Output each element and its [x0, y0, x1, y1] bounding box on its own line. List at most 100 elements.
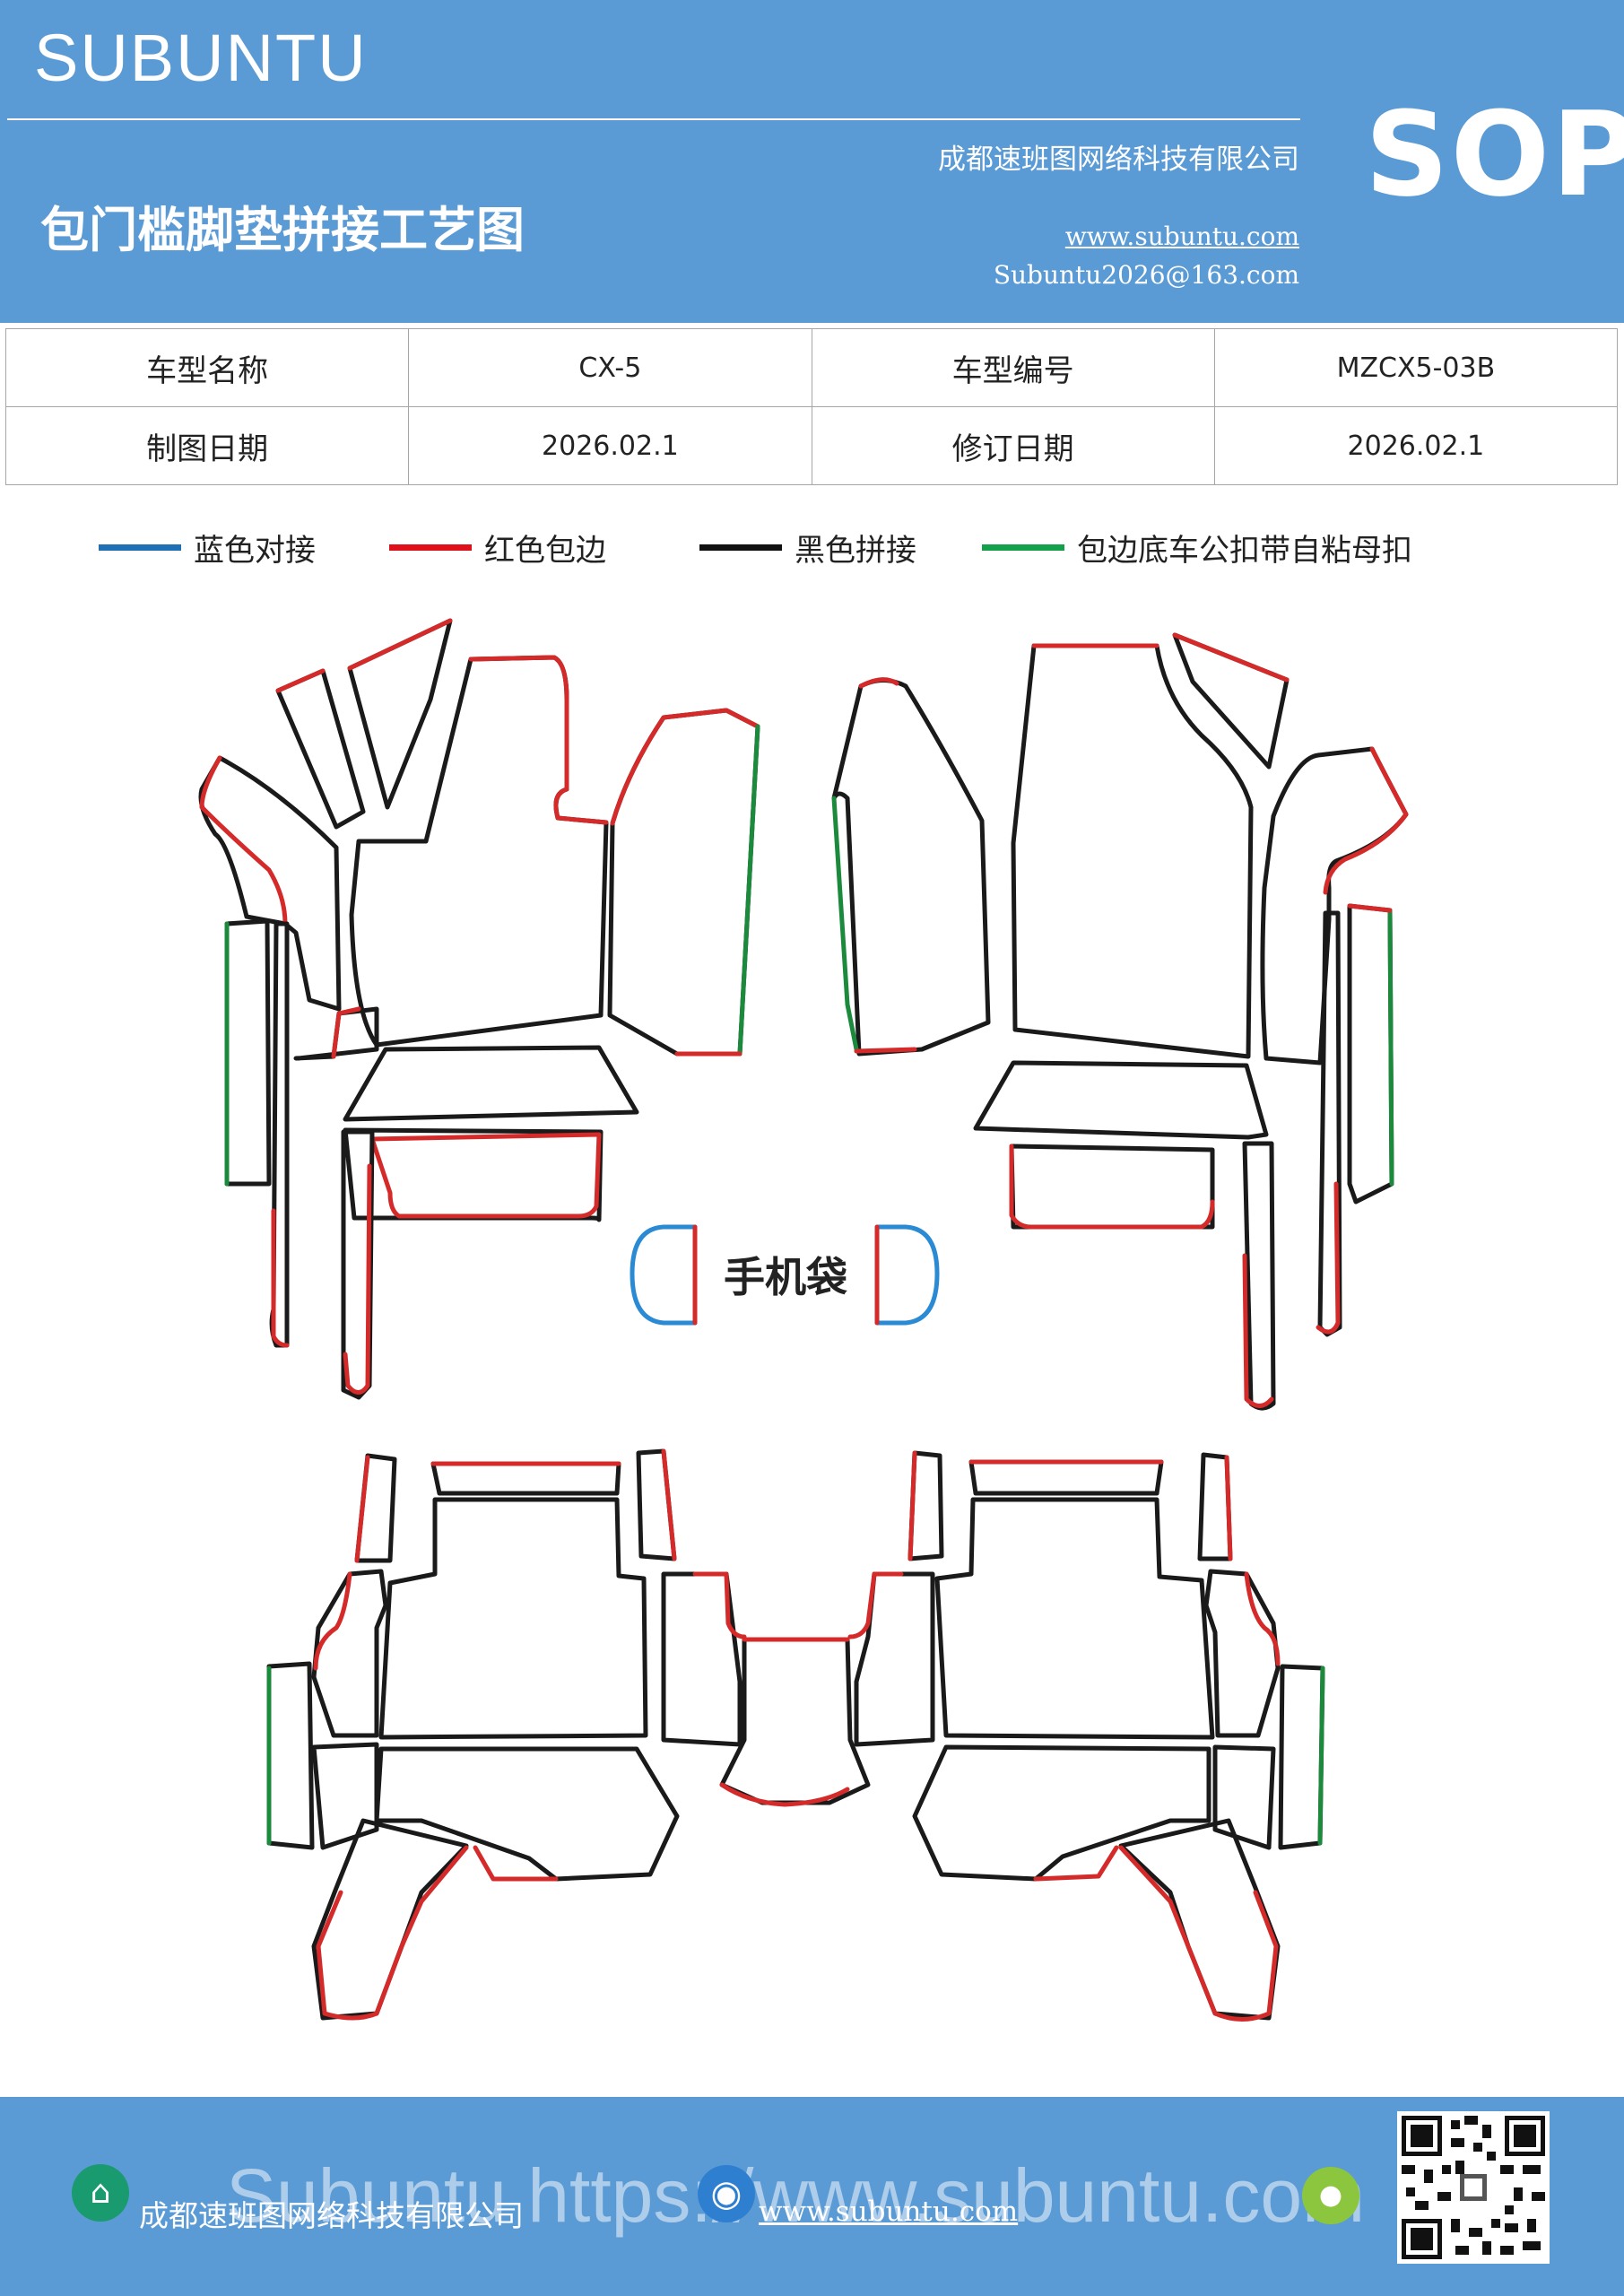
mat-piece: [1118, 1818, 1281, 2021]
mat-piece: [968, 1459, 1164, 1496]
phone-pocket-right: [874, 1224, 940, 1326]
draw-date-label: 制图日期: [4, 406, 410, 485]
front-right-mats: [831, 632, 1409, 1411]
phone-pocket-group: [630, 1224, 940, 1326]
mat-piece: [831, 678, 991, 1057]
mat-piece: [912, 1744, 1211, 1882]
mat-edge: [1224, 1455, 1233, 1561]
mat-piece: [1203, 1569, 1281, 1738]
mat-piece: [430, 1461, 621, 1496]
phone-pocket-label: 手机袋: [724, 1253, 847, 1301]
footer-website-link[interactable]: www.subuntu.com: [759, 2196, 1019, 2228]
mat-edge: [313, 1571, 352, 1671]
mat-piece: [311, 1742, 379, 1850]
mat-edge: [369, 1132, 602, 1219]
legend-item-blue: 蓝色对接: [99, 520, 316, 574]
email-address: Subuntu2026@163.com: [993, 260, 1299, 290]
front-left-mats: [198, 618, 760, 1400]
mat-edge: [737, 724, 760, 1057]
center-tunnel-mat: [719, 1637, 871, 1807]
model-name-label: 车型名称: [4, 328, 410, 407]
mat-edge: [316, 1845, 469, 2021]
mat-piece: [1172, 632, 1290, 770]
mat-piece: [854, 1571, 935, 1747]
mat-piece: [1347, 903, 1394, 1205]
mat-edge: [1242, 1253, 1274, 1408]
revise-date-label: 修订日期: [811, 406, 1215, 485]
globe-icon: ◉: [698, 2165, 755, 2222]
header-divider: [7, 118, 1300, 120]
mat-edge: [661, 1448, 677, 1561]
mat-edge: [1387, 908, 1394, 1187]
mat-edge: [468, 655, 609, 825]
website-link[interactable]: www.subuntu.com: [1064, 222, 1299, 251]
mat-piece: [343, 1045, 639, 1122]
legend-swatch-blue: [99, 544, 181, 551]
mat-piece: [1260, 746, 1409, 1065]
mat-edge: [610, 708, 760, 826]
legend-item-black: 黑色拼接: [699, 520, 916, 574]
mat-piece: [378, 1497, 648, 1740]
header-banner: SUBUNTU 包门槛脚垫拼接工艺图 成都速班图网络科技有限公司 www.sub…: [0, 0, 1624, 323]
mat-edge: [271, 1208, 290, 1348]
model-code-label: 车型编号: [811, 328, 1215, 407]
mat-piece: [1009, 1144, 1215, 1230]
mat-edge: [1009, 1144, 1215, 1230]
mat-piece: [719, 1637, 871, 1805]
mat-piece: [266, 1661, 315, 1850]
rear-right-mats: [847, 1450, 1325, 2022]
mat-edge: [847, 1571, 904, 1639]
footer-watermark: Subuntu https://www.subuntu.com: [226, 2153, 1366, 2238]
legend-label: 红色包边: [484, 532, 606, 569]
mat-edge: [1317, 1665, 1325, 1846]
mat-edge: [343, 1163, 372, 1395]
mat-edge: [831, 796, 859, 1052]
legend-item-green: 包边底车公扣带自粘母扣: [982, 520, 1412, 574]
mat-edge: [908, 1450, 917, 1561]
mat-edge: [1244, 1571, 1281, 1666]
mat-edge: [1033, 1845, 1119, 1882]
mat-piece: [374, 1746, 680, 1882]
legend-label: 包边底车公扣带自粘母扣: [1077, 532, 1412, 569]
mat-piece: [934, 1497, 1215, 1740]
brand-name: SUBUNTU: [34, 21, 368, 95]
draw-date-value: 2026.02.1: [408, 406, 812, 485]
model-code-value: MZCX5-03B: [1213, 328, 1619, 407]
mat-edge: [692, 1571, 747, 1639]
sop-badge: SOP: [1365, 86, 1624, 222]
mat-piece: [1212, 1744, 1276, 1850]
mat-piece: [343, 1127, 604, 1222]
mat-edge: [473, 1845, 559, 1882]
mat-edge: [275, 668, 326, 693]
table-row: 制图日期 2026.02.1 修订日期 2026.02.1: [4, 406, 1619, 485]
mat-edge: [1323, 746, 1409, 895]
mat-edge: [1347, 903, 1393, 913]
mat-piece: [198, 755, 342, 1012]
footer-company: 成都速班图网络科技有限公司: [139, 2198, 524, 2233]
mat-piece: [607, 708, 760, 1057]
company-name: 成都速班图网络科技有限公司: [938, 144, 1299, 176]
mat-edge: [719, 1782, 850, 1807]
mat-edge: [347, 618, 453, 671]
qr-code-icon: [1397, 2111, 1550, 2264]
mat-edge: [858, 677, 899, 689]
rear-left-mats: [266, 1448, 747, 2021]
mat-piece: [1278, 1664, 1325, 1850]
mat-edge: [1316, 1181, 1341, 1335]
mat-piece: [1242, 1141, 1276, 1411]
legend-swatch-green: [982, 544, 1064, 551]
mat-edge: [354, 1455, 370, 1563]
building-icon: ⌂: [72, 2164, 129, 2222]
legend-label: 蓝色对接: [194, 532, 316, 569]
floor-mat-diagram: 手机袋: [198, 618, 1409, 2022]
mat-piece: [347, 618, 453, 810]
footer-banner: Subuntu https://www.subuntu.com ⌂ 成都速班图网…: [0, 2097, 1624, 2296]
mat-piece: [311, 1569, 388, 1738]
mat-edge: [331, 1006, 361, 1059]
phone-pocket-left: [630, 1224, 698, 1326]
mat-edge: [1118, 1845, 1279, 2022]
page-title: 包门槛脚垫拼接工艺图: [40, 201, 525, 258]
mat-edge: [199, 755, 288, 926]
info-table: 车型名称 CX-5 车型编号 MZCX5-03B 制图日期 2026.02.1 …: [4, 328, 1619, 485]
mat-edge: [854, 1047, 917, 1054]
